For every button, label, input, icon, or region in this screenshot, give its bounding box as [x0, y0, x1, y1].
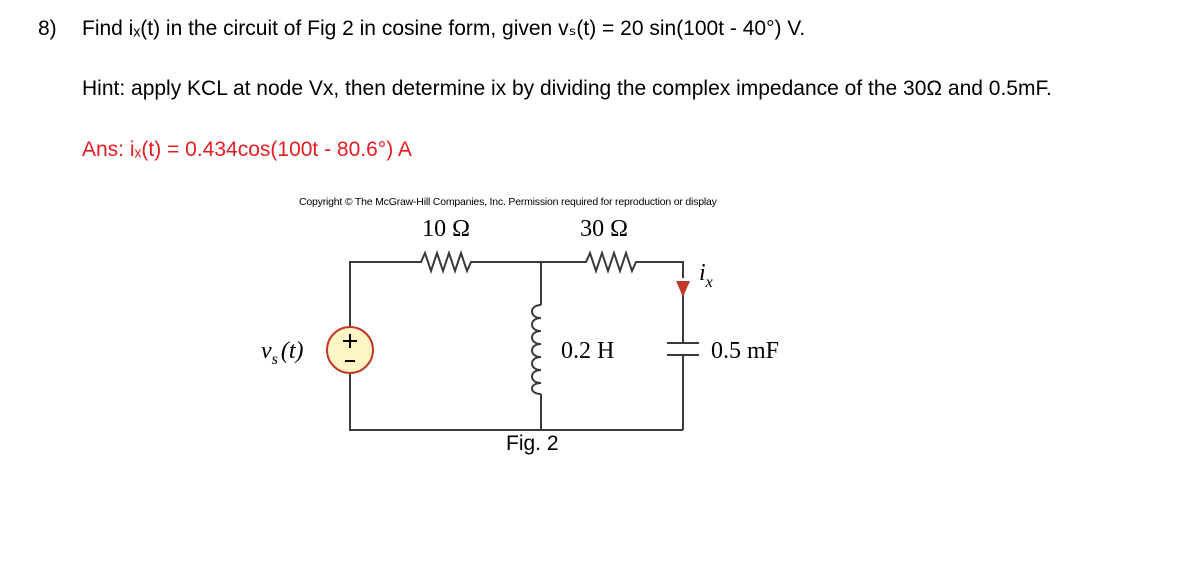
- label-source-sub: s: [272, 351, 278, 368]
- problem-question: Find iₓ(t) in the circuit of Fig 2 in co…: [82, 17, 806, 40]
- problem-answer: Ans: iₓ(t) = 0.434cos(100t - 80.6°) A: [82, 138, 412, 161]
- figure-caption: Fig. 2: [506, 432, 559, 455]
- label-current-sub: x: [705, 274, 713, 291]
- label-source-main: v: [261, 338, 272, 364]
- voltage-source: [326, 326, 374, 374]
- label-source-arg: (t): [281, 338, 304, 364]
- label-r1: 10 Ω: [422, 216, 470, 242]
- problem-hint: Hint: apply KCL at node Vx, then determi…: [82, 77, 1052, 100]
- wire-left-top: [349, 261, 395, 327]
- label-r2: 30 Ω: [580, 216, 628, 242]
- problem-statement: 8) Find iₓ(t) in the circuit of Fig 2 in …: [38, 16, 805, 41]
- current-arrow-icon: [676, 281, 690, 297]
- resistor-10-ohm: [395, 249, 497, 275]
- label-current-main: i: [699, 260, 706, 286]
- figure-copyright: Copyright © The McGraw-Hill Companies, I…: [299, 196, 717, 208]
- label-current: ix: [699, 260, 713, 291]
- wire-bottom: [349, 373, 683, 431]
- problem-number: 8): [38, 17, 57, 40]
- label-inductor: 0.2 H: [561, 338, 614, 364]
- label-capacitor: 0.5 mF: [711, 338, 779, 364]
- circuit-wires: [349, 249, 699, 431]
- label-source: vs(t): [261, 338, 304, 368]
- resistor-30-ohm: [572, 249, 684, 278]
- inductor-coil: [531, 304, 542, 395]
